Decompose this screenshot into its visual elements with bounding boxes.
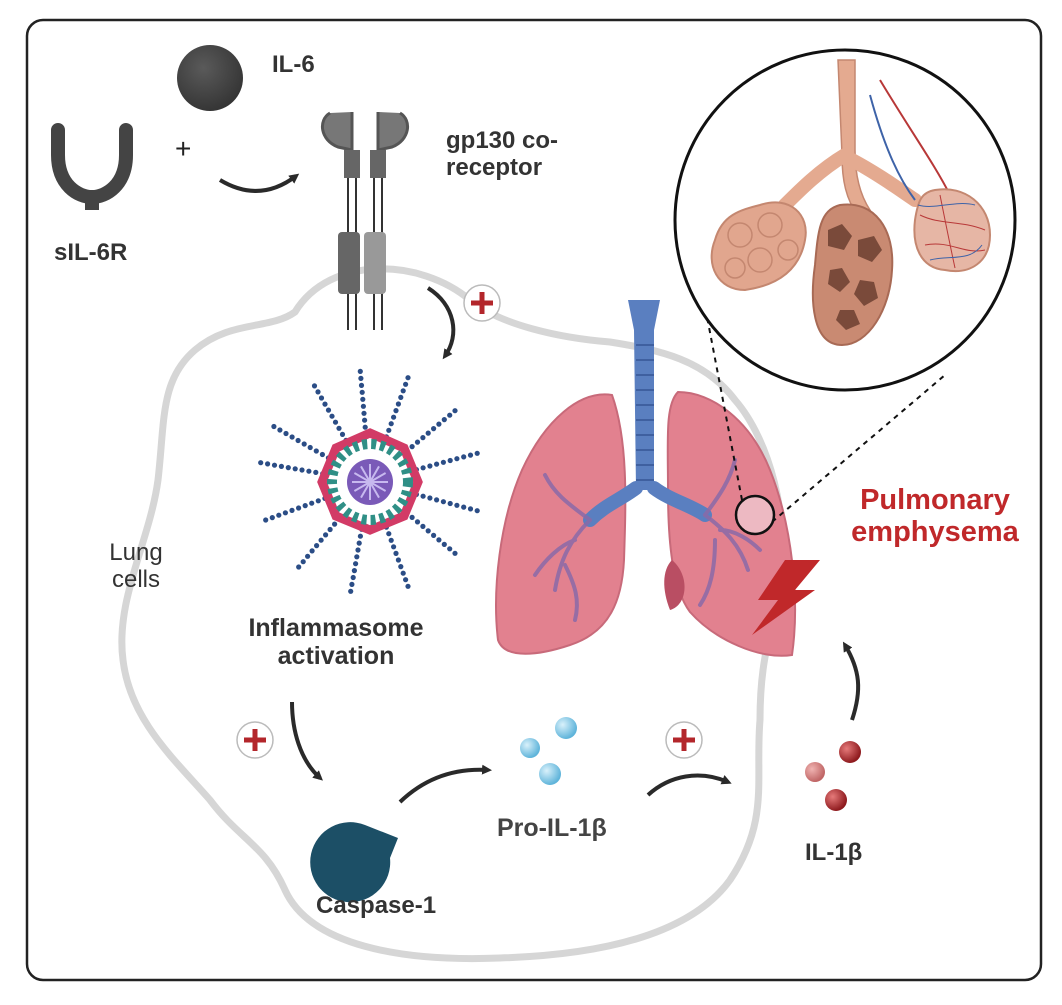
lung-cells-label: Lung cells (96, 539, 176, 594)
caspase-label: Caspase-1 (316, 892, 437, 919)
molecule-cluster-icon (520, 717, 577, 785)
emphysema-label: Pulmonary emphysema (830, 484, 1040, 549)
inflammasome-strands (258, 368, 480, 594)
plus-circle-icon (665, 721, 703, 759)
plus-circle-icon (236, 721, 274, 759)
il1b-label: IL-1β (805, 839, 863, 866)
zoom-guide-line (771, 374, 946, 523)
cleavage-arrow-icon (398, 764, 492, 804)
inflammasome-complex-icon (317, 428, 423, 535)
signal-arrow-icon (426, 286, 456, 360)
il6-label: IL-6 (272, 51, 315, 78)
lung-cells-line1: Lung (109, 539, 163, 566)
sil6r-label: sIL-6R (54, 239, 128, 266)
activation-arrow-icon (290, 701, 323, 781)
emphysema-line2: emphysema (851, 516, 1019, 549)
lungs-icon (495, 300, 796, 657)
diagram-frame (25, 18, 1043, 982)
binding-arrow-icon (218, 173, 300, 193)
inflammasome-line1: Inflammasome (248, 614, 424, 642)
damage-arrow-icon (842, 641, 861, 721)
plus-sign: + (175, 133, 192, 164)
inflammasome-line2: activation (277, 642, 395, 670)
zoom-guide-line (699, 279, 743, 501)
pro-il1b-label: Pro-IL-1β (497, 814, 607, 842)
y-receptor-icon (51, 123, 133, 210)
lung-cell-outline (118, 265, 787, 962)
lightning-damage-icon (752, 560, 820, 635)
emphysema-line1: Pulmonary (860, 484, 1010, 516)
gp130-label: gp130 co- receptor (446, 127, 559, 182)
alveoli-icon (710, 59, 992, 347)
plus-circle-icon (463, 284, 501, 322)
il6-ball-icon (177, 45, 243, 111)
gp130-label-line1: gp130 co- (446, 127, 559, 154)
molecule-cluster-icon (805, 741, 861, 811)
maturation-arrow-icon (646, 773, 732, 797)
inflammasome-label: Inflammasome activation (226, 614, 446, 670)
pacman-enzyme-icon (310, 822, 398, 903)
lung-cells-line2: cells (111, 565, 160, 593)
gp130-label-line2: receptor (446, 153, 543, 181)
zoom-region-marker (734, 494, 776, 536)
transmembrane-receptor-icon (321, 111, 409, 330)
